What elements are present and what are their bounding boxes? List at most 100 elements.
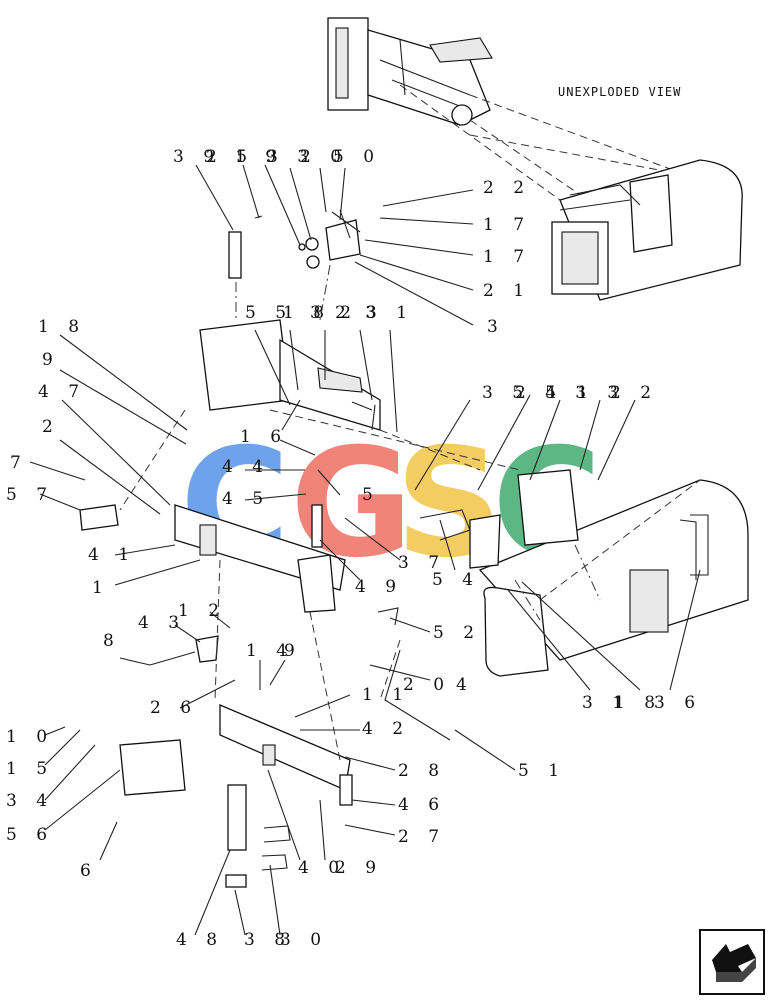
block-part-57	[79, 504, 119, 531]
bracket-part-43	[195, 635, 219, 663]
leaders-left-group	[29, 334, 201, 586]
callout-label: 2 9	[335, 858, 383, 878]
callout-label: 3 2	[310, 303, 358, 323]
leaders-lower-mid	[294, 617, 431, 731]
leaders-very-bottom	[99, 769, 326, 936]
callout-label: 1 7	[483, 247, 531, 267]
callout-label: 1 8	[283, 303, 331, 323]
callout-label: 1 5	[6, 759, 54, 779]
drum-flange-opening	[561, 231, 599, 285]
callout-label: 3 3	[267, 147, 315, 167]
bracket-part-56	[119, 739, 186, 796]
callout-label: 3 1	[582, 693, 630, 713]
callout-label: 4 7	[38, 382, 86, 402]
drum-assembly-upper	[551, 159, 743, 301]
ubolt-part-30	[261, 825, 291, 871]
clevis-part-1	[297, 554, 336, 613]
leaders-right-group	[354, 189, 474, 326]
callout-label: 3 8	[244, 930, 292, 950]
decal-part-40	[262, 744, 276, 766]
callout-label: 4 2	[362, 719, 410, 739]
callout-label: 2 4	[515, 383, 563, 403]
callout-label: 3 6	[654, 693, 702, 713]
callout-label: 4 5	[222, 489, 270, 509]
callout-label: 1 0	[6, 727, 54, 747]
callout-label: 4 4	[222, 457, 270, 477]
callout-label: 2 0	[300, 147, 348, 167]
callout-label: 1 8	[38, 317, 86, 337]
callout-label: 1 6	[240, 427, 288, 447]
leaders-right-lower	[507, 569, 701, 691]
callout-label: 5	[362, 485, 380, 505]
mount-plate-part-45	[517, 469, 579, 546]
callout-label: 4 0	[298, 858, 346, 878]
drum-bracket-upper	[559, 184, 641, 211]
lower-tongue-assembly	[119, 607, 451, 888]
callout-label: 5 3	[545, 383, 593, 403]
hitch-plate-slot	[335, 27, 349, 99]
drum-assembly-lower	[419, 469, 749, 677]
next-page-button[interactable]	[699, 929, 765, 995]
callout-label: 5 1	[518, 761, 566, 781]
leader-lines	[29, 164, 701, 936]
callout-label: 3 7	[398, 553, 446, 573]
callout-label: 3 5	[482, 383, 530, 403]
callout-label: 2 6	[150, 698, 198, 718]
callout-label: 4	[456, 675, 474, 695]
callout-label: 5 6	[6, 825, 54, 845]
nut-part-33	[305, 237, 319, 251]
leaders-center	[244, 439, 401, 581]
bracket-part-52	[377, 607, 399, 626]
projection-lines-main	[119, 409, 701, 761]
callout-label: 2 2	[483, 178, 531, 198]
hitch-plate-main	[199, 319, 291, 411]
pad-part-38	[225, 874, 247, 888]
callout-label: 4 3	[138, 613, 186, 633]
drum-flange-lower	[483, 586, 549, 677]
hitch-eye-top	[451, 104, 473, 126]
callout-label: 5 4	[432, 570, 480, 590]
unexploded-view-assembly	[327, 17, 493, 126]
callout-label: 4 6	[398, 795, 446, 815]
callout-label: 2 3	[335, 303, 383, 323]
bracket-spring-lines	[331, 209, 361, 239]
decal-part-1	[199, 524, 217, 556]
callout-label: 2 5	[206, 147, 254, 167]
callout-labels: 3 9 2 5 1 9 3 3 2 0 5 0 2 2 1 7 1 7 2 1 …	[6, 147, 702, 950]
projection-lines-top	[399, 84, 741, 216]
callout-label: 2 8	[398, 761, 446, 781]
slot-plate-part-54	[469, 514, 501, 569]
drum-mount-plate-upper	[629, 174, 673, 253]
arrow-icon-shadow	[716, 958, 756, 982]
main-frame-assembly	[79, 319, 381, 613]
callout-label: 8	[103, 631, 121, 651]
callout-label: 2	[42, 417, 60, 437]
nut-part-33b	[306, 255, 320, 269]
hose-part-51	[384, 649, 451, 741]
callout-label: 1 4	[246, 641, 294, 661]
callout-label: 9	[42, 350, 60, 370]
callout-label: 1	[92, 578, 110, 598]
callout-label: 5 0	[333, 147, 381, 167]
upper-hardware-group	[228, 209, 361, 279]
callout-label: 5 5	[245, 303, 293, 323]
leaders-top-group	[195, 164, 346, 246]
callout-label: 4 8	[176, 930, 224, 950]
callout-label: 1 3	[577, 383, 625, 403]
callout-label: 3 4	[6, 791, 54, 811]
frame-detail-lines	[281, 399, 376, 431]
callout-label: 4 9	[355, 577, 403, 597]
bolt-part-8	[149, 651, 196, 666]
bracket-part-50	[325, 219, 361, 261]
callout-label: 5 2	[433, 623, 481, 643]
post-part-46	[339, 774, 353, 806]
washer-part-19	[298, 243, 306, 251]
leaders-bottom	[44, 726, 516, 836]
callout-label: 3	[487, 317, 505, 337]
hitch-decal-top	[429, 37, 493, 63]
tube-part-48	[227, 784, 247, 851]
tongue-beam-lower	[219, 704, 351, 791]
post-part-49	[311, 504, 323, 548]
